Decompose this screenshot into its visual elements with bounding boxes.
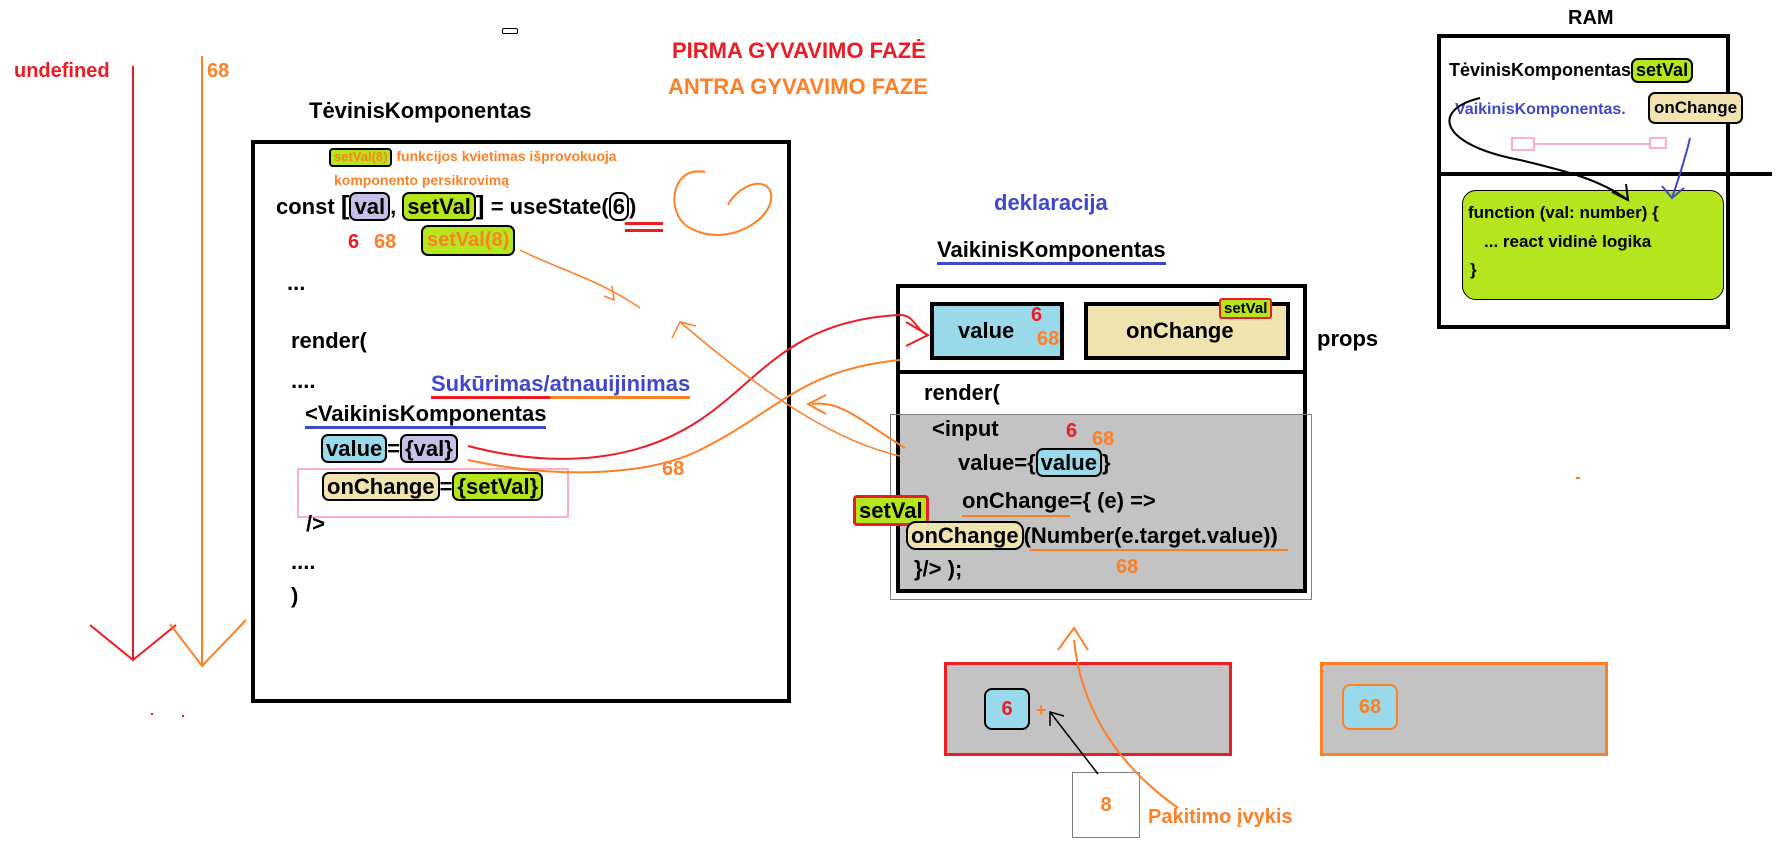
flow-value-68: 68	[662, 458, 685, 480]
value-prop-chip: value	[321, 434, 388, 464]
first-phase-label: PIRMA GYVAVIMO FAZĖ	[672, 38, 926, 63]
ram-function-block	[1462, 190, 1724, 300]
dots-3: ....	[291, 549, 316, 574]
stray-mark	[502, 28, 518, 34]
parent-note: setVal(8) funkcijos kvietimas išprovokuo…	[329, 148, 617, 167]
ram-fn-line1: function (val: number) {	[1468, 203, 1659, 222]
self-close: />	[306, 511, 325, 536]
onchange-prop-expr: {setVal}	[452, 472, 544, 502]
ram-child-ref: onChange	[1648, 92, 1744, 124]
change-event-head	[1057, 626, 1089, 651]
value-prop-val-6: 6	[1031, 304, 1043, 326]
onchange-attr: onChange={ (e) =>	[962, 488, 1156, 513]
timeline-68-label: 68	[207, 60, 230, 82]
use-state-call: = useState(	[490, 194, 609, 219]
onchange-ref-chip: setVal	[1219, 298, 1273, 320]
ram-child-name: VaikinisKomponentas.	[1455, 101, 1626, 118]
initial-value-chip: 6	[608, 192, 629, 222]
child-tag-text: <VaikinisKomponentas	[305, 401, 547, 429]
dots-2: ....	[291, 368, 316, 393]
second-phase-label: ANTRA GYVAVIMO FAZE	[668, 74, 928, 99]
ram-parent-name: TėvinisKomponentas	[1449, 60, 1632, 80]
onchange-call-line: onChange(Number(e.target.value))	[906, 521, 1278, 551]
onchange-ref: setVal	[1219, 298, 1273, 320]
value-prop-val-68: 68	[1037, 328, 1060, 350]
note-line1: funkcijos kvietimas išprovokuoja	[396, 148, 617, 164]
render-open: render(	[291, 328, 367, 353]
const-keyword: const	[276, 194, 335, 219]
val-value-6: 6	[348, 231, 360, 253]
typed-key-8: 8	[1072, 772, 1140, 838]
onchange-prop-label: onChange	[1126, 318, 1234, 343]
value-attr-line: value={value}	[958, 448, 1111, 478]
child-title-text: VaikinisKomponentas	[937, 237, 1166, 265]
update-label: atnauijinimas	[549, 371, 691, 399]
input-value-6: 6	[984, 688, 1030, 730]
onchange-attr-underline	[962, 515, 1070, 517]
render-close: )	[291, 583, 299, 608]
cursor-plus: +	[1036, 700, 1047, 720]
setval-chip: setVal	[402, 192, 476, 222]
value-attr-close: }	[1101, 450, 1111, 475]
value-prop-line: value={val}	[321, 434, 458, 464]
child-tag-open: <VaikinisKomponentas	[305, 401, 547, 429]
timeline-red-arrow	[89, 66, 177, 662]
value-attr-chip: value	[1035, 448, 1102, 478]
value-prop-box	[930, 302, 1064, 360]
declaration-label: deklaracija	[994, 190, 1108, 215]
initial-underline-2	[625, 229, 663, 232]
ram-fn-line3: }	[1470, 260, 1477, 279]
initial-underline-1	[625, 222, 663, 225]
child-render: render(	[924, 380, 1000, 405]
child-title: VaikinisKomponentas	[937, 237, 1166, 265]
ram-fn-line2: ... react vidinė logika	[1484, 232, 1652, 251]
timeline-undefined-label: undefined	[14, 60, 110, 82]
render-area	[900, 414, 1303, 589]
use-state-line: const [val, setVal] = useState(6)	[276, 190, 637, 222]
child-close-tag: }/> );	[914, 556, 963, 581]
ram-divider	[1437, 172, 1772, 176]
dots-1: ...	[287, 270, 306, 295]
parent-title: TėvinisKomponentas	[309, 98, 532, 123]
note-line2: komponento persikrovimą	[334, 172, 510, 188]
props-divider	[896, 370, 1307, 374]
lifecycle-label: Sukūrimas/atnauijinimas	[431, 371, 691, 399]
update-flow-orange-head	[805, 394, 827, 415]
setval-call-chip: setVal(8)	[421, 225, 516, 256]
note-setval-chip: setVal(8)	[329, 148, 393, 167]
change-event-label: Pakitimo įvykis	[1148, 806, 1293, 828]
val-chip: val	[349, 192, 391, 222]
onchange-highlight	[297, 468, 569, 518]
onchange-attr-line: onChange={ (e) =>	[962, 488, 1156, 514]
ram-title: RAM	[1568, 7, 1614, 29]
timeline-orange-arrow	[169, 56, 247, 668]
creation-label: Sukūrimas/	[431, 371, 550, 399]
ram-box	[1437, 34, 1730, 329]
input-open: <input	[932, 416, 999, 441]
onchange-call-chip: onChange	[906, 521, 1024, 551]
call-arg-underline	[1030, 549, 1288, 551]
onchange-prop-chip: onChange	[322, 472, 440, 502]
value-prop-expr: {val}	[400, 434, 458, 464]
input-val-68: 68	[1092, 428, 1115, 450]
value-prop-label: value	[958, 318, 1015, 343]
onchange-prop-line: onChange={setVal}	[322, 472, 544, 502]
use-state-close: )	[628, 194, 637, 219]
value-attr: value={	[958, 450, 1036, 475]
input-val-6: 6	[1066, 420, 1078, 442]
child-result-68: 68	[1116, 556, 1139, 578]
input-value-68: 68	[1342, 684, 1398, 730]
ram-child-onchange: onChange	[1648, 92, 1744, 124]
props-label: props	[1317, 326, 1379, 351]
setval-call: setVal(8)	[421, 225, 516, 256]
ram-parent-setval: setVal	[1631, 58, 1694, 83]
val-value-68: 68	[374, 231, 397, 253]
onchange-call-arg: (Number(e.target.value))	[1023, 523, 1278, 548]
